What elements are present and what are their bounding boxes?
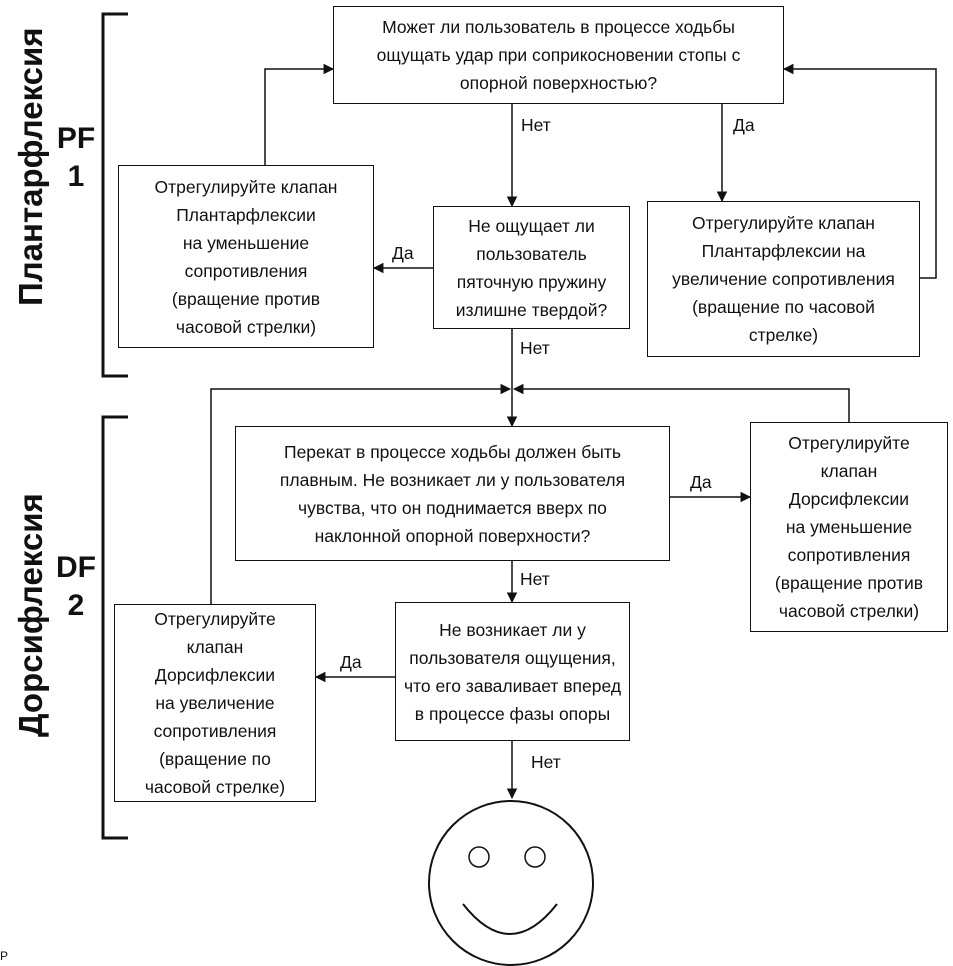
edge-label-q4-no: Нет <box>531 752 561 772</box>
edge-a1-q1 <box>264 63 335 165</box>
q4-line: Не возникает ли у <box>439 619 586 640</box>
q3-line: плавным. Не возникает ли у пользователя <box>279 469 626 490</box>
a1-line: (вращение против <box>171 288 321 309</box>
dorsi-code: DF <box>56 551 96 584</box>
edge-a4-merge <box>210 383 512 604</box>
a4-line: сопротивления <box>153 721 277 741</box>
a4-line: клапан <box>186 637 244 657</box>
question-box-impact: Может ли пользователь в процессе ходьбы … <box>333 6 784 104</box>
edge-label-q2-yes: Да <box>392 243 414 263</box>
a3-line: Дорсифлексии <box>788 489 910 509</box>
q4-line: в процессе фазы опоры <box>414 703 611 724</box>
q2-line: пользователь <box>476 243 587 264</box>
edge-a3-merge <box>512 383 850 422</box>
dorsi-bracket <box>101 415 128 840</box>
q1-line: ощущать удар при соприкосновении стопы с <box>376 45 741 65</box>
section-title-plantar: Плантарфлексия <box>12 27 49 306</box>
a3-line: на уменьшение <box>785 517 913 537</box>
question-box-rollover: Перекат в процессе ходьбы должен быть пл… <box>235 426 670 561</box>
footer-fragment: Р <box>0 949 9 963</box>
a1-line: на уменьшение <box>182 232 310 253</box>
section-title-dorsi: Дорсифлексия <box>12 493 49 737</box>
q4-line: что его заваливает вперед <box>403 675 622 696</box>
a2-line: стрелке) <box>748 325 819 345</box>
question-box-falling-forward: Не возникает ли у пользователя ощущения,… <box>395 602 630 741</box>
q4-line: пользователя ощущения, <box>409 647 616 668</box>
plantar-number: 1 <box>67 160 85 193</box>
a2-line: увеличение сопротивления <box>672 269 895 289</box>
action-box-plantar-increase: Отрегулируйте клапан Плантарфлексии на у… <box>647 201 920 357</box>
a4-line: (вращение по <box>159 749 271 769</box>
edge-label-q4-yes: Да <box>340 652 362 672</box>
a3-line: (вращение против <box>774 573 924 593</box>
edge-label-q1-no: Нет <box>521 115 551 135</box>
a4-line: Дорсифлексии <box>154 665 276 685</box>
a4-line: часовой стрелке) <box>144 777 286 797</box>
a2-line: Плантарфлексии на <box>701 241 866 261</box>
plantar-code: PF <box>56 122 96 155</box>
action-box-dorsi-increase: Отрегулируйте клапан Дорсифлексии на уве… <box>114 604 316 802</box>
q1-line: опорной поверхностью? <box>459 73 658 93</box>
edge-label-q2-no: Нет <box>520 338 550 358</box>
a2-line: Отрегулируйте клапан <box>692 213 875 233</box>
a1-line: Плантарфлексии <box>176 204 316 225</box>
a1-line: Отрегулируйте клапан <box>154 176 338 197</box>
plantar-bracket <box>101 12 128 378</box>
a3-line: клапан <box>820 461 878 481</box>
a4-line: Отрегулируйте <box>154 609 276 629</box>
question-box-heel-spring: Не ощущает ли пользователь пяточную пруж… <box>433 206 630 329</box>
q2-line: излишне твердой? <box>455 299 608 320</box>
action-box-dorsi-decrease: Отрегулируйте клапан Дорсифлексии на уме… <box>750 422 948 632</box>
edge-label-q3-no: Нет <box>520 569 550 589</box>
q1-line: Может ли пользователь в процессе ходьбы <box>382 17 735 37</box>
a4-line: на увеличение <box>155 693 275 713</box>
a3-line: сопротивления <box>787 545 911 565</box>
edge-label-q1-yes: Да <box>733 115 755 135</box>
action-box-plantar-decrease: Отрегулируйте клапан Плантарфлексии на у… <box>118 165 374 348</box>
dorsi-number: 2 <box>67 589 85 622</box>
section-code-dorsi: DF 2 <box>46 549 106 625</box>
q3-line: наклонной опорной поверхности? <box>314 525 591 546</box>
a3-line: Отрегулируйте <box>788 433 910 453</box>
q3-line: Перекат в процессе ходьбы должен быть <box>284 441 621 462</box>
edge-label-q3-yes: Да <box>690 472 712 492</box>
section-code-plantar: PF 1 <box>46 120 106 196</box>
smiley-face-icon <box>428 800 594 966</box>
q2-line: Не ощущает ли <box>468 215 595 236</box>
a2-line: (вращение по часовой <box>692 297 875 317</box>
a3-line: часовой стрелки) <box>778 601 920 621</box>
a1-line: сопротивления <box>184 260 308 281</box>
q3-line: чувства, что он поднимается вверх по <box>298 497 607 518</box>
a1-line: часовой стрелки) <box>175 316 317 337</box>
q2-line: пяточную пружину <box>456 271 607 292</box>
edge-a2-q1 <box>782 63 937 279</box>
